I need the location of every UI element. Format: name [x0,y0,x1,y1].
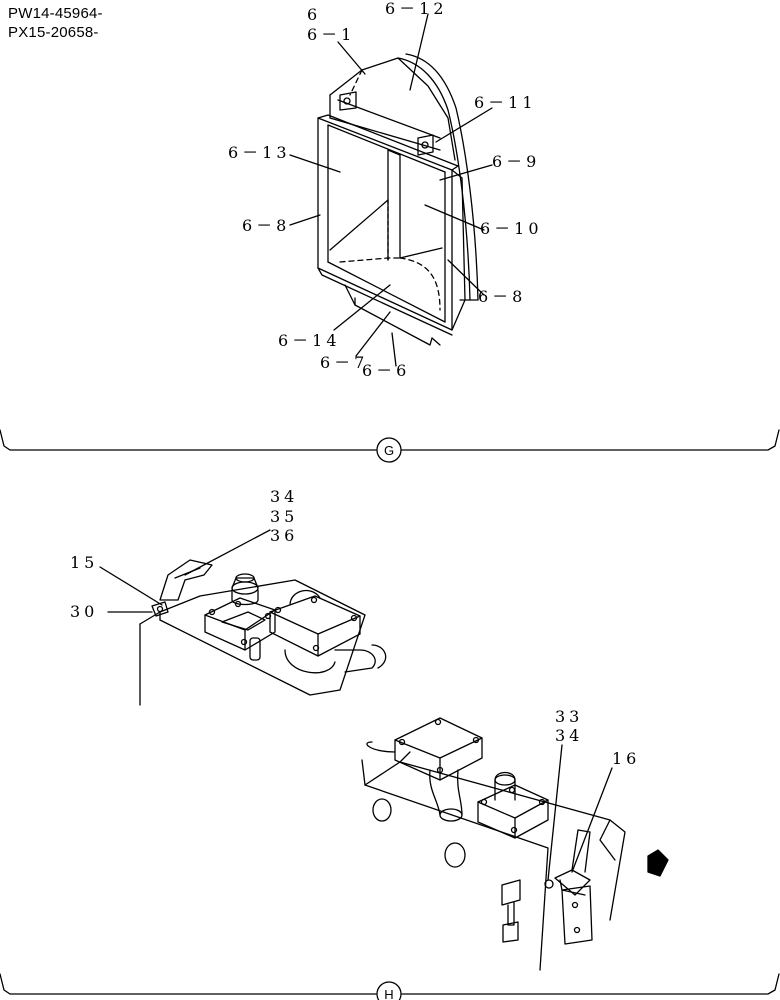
serial-range-1: PW14-45964- [8,5,103,22]
label-part-6-12: 6－12 [385,0,448,18]
label-part-6: 6 [307,5,321,24]
label-part-6-8-right: 6－8 [478,287,526,306]
label-part-6-6: 6－6 [362,361,410,380]
label-part-6-10: 6－10 [480,219,543,238]
section-h-divider-left [0,973,377,995]
label-part-30: 30 [70,602,98,621]
label-part-35: 35 [270,507,298,526]
label-part-34-lower: 34 [555,726,583,745]
section-h-marker: H [384,987,393,1000]
valve-plate-upper-drawing [99,529,387,706]
section-g-marker-circle [376,437,402,463]
shroud-assembly-drawing [289,13,493,367]
label-part-33: 33 [555,707,583,726]
label-part-34-upper: 34 [270,487,298,506]
label-part-6-11: 6－11 [474,93,537,112]
section-h-labels: 34 35 36 15 30 33 34 16 H [70,487,640,1000]
section-h-divider-right [401,973,780,995]
serial-range-2: PX15-20658- [8,24,99,41]
section-g-labels: 6 6－1 6－12 6－11 6－13 6－9 6－8 6－10 6－8 6－… [228,0,543,458]
section-g-marker: G [384,443,394,458]
label-part-6-8-left: 6－8 [242,216,290,235]
valve-plate-lower-drawing [361,717,669,971]
section-g-divider-right [401,429,780,451]
section-g-divider-left [0,429,377,451]
section-h-marker-circle [376,981,402,1000]
label-part-6-13: 6－13 [228,143,291,162]
label-part-6-1: 6－1 [307,25,355,44]
label-part-36: 36 [270,526,298,545]
label-part-15: 15 [70,553,98,572]
label-part-6-7: 6－7 [320,353,368,372]
label-part-6-14: 6－14 [278,331,341,350]
label-part-16: 16 [612,749,640,768]
label-part-6-9: 6－9 [492,152,540,171]
